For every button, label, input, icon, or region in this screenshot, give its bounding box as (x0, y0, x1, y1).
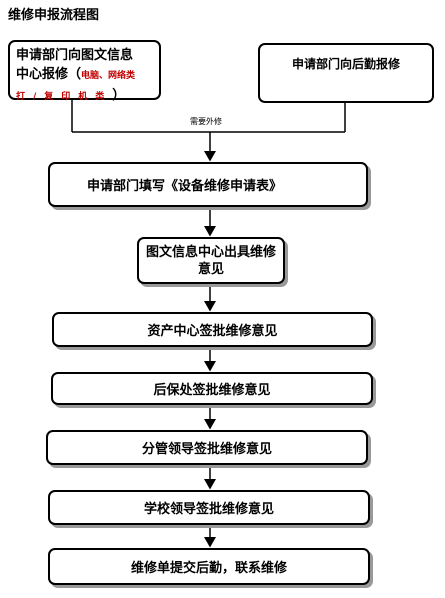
step-label: 分管领导签批维修意见 (141, 442, 272, 457)
step-label: 学校领导签批维修意见 (143, 502, 274, 517)
step-label: 维修单提交后勤，联系维修 (130, 561, 287, 576)
left-box-note2: 打/复印机类 (16, 92, 113, 102)
step-label: 资产中心签批维修意见 (147, 324, 278, 339)
left-box-note1: 电脑、网络类 (81, 71, 136, 81)
step-label: 图文信息中心出具维修意见 (145, 244, 276, 277)
page-title: 维修申报流程图 (8, 8, 100, 23)
step-asset-center-approval: 资产中心签批维修意见 (52, 312, 373, 347)
report-to-info-center-box: 申请部门向图文信息 中心报修（电脑、网络类 打/复印机类） (8, 40, 161, 103)
step-supervisor-approval: 分管领导签批维修意见 (46, 430, 368, 465)
step-label: 申请部门填写《设备维修申请表》 (87, 179, 283, 194)
step-label: 后保处签批维修意见 (153, 383, 271, 398)
left-box-line1: 申请部门向图文信息 (16, 48, 134, 63)
step-submit-to-logistics: 维修单提交后勤，联系维修 (48, 548, 370, 585)
left-box-line2: 中心报修（ (16, 67, 82, 82)
step-fill-application: 申请部门填写《设备维修申请表》 (48, 162, 368, 207)
step-logistics-approval: 后保处签批维修意见 (51, 372, 373, 405)
left-box-close: ） (112, 88, 126, 103)
step-school-leader-approval: 学校领导签批维修意见 (48, 490, 370, 525)
report-to-logistics-box: 申请部门向后勤报修 (258, 43, 434, 103)
external-repair-note: 需要外修 (190, 116, 222, 127)
step-info-center-opinion: 图文信息中心出具维修意见 (137, 237, 285, 284)
right-box-label: 申请部门向后勤报修 (291, 57, 400, 71)
